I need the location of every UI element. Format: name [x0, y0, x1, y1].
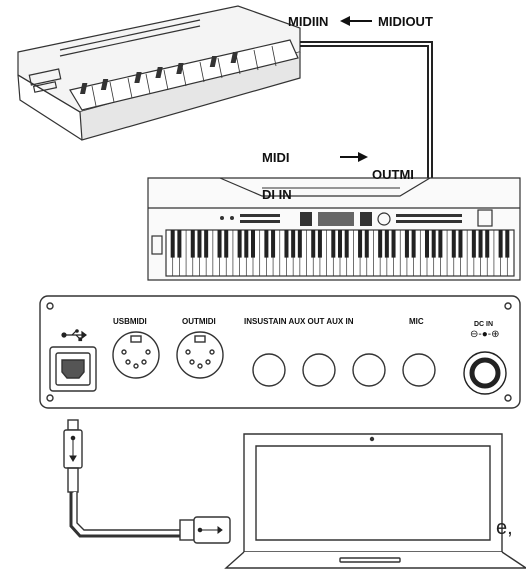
- black-key: [197, 230, 202, 258]
- black-key: [264, 230, 269, 258]
- di-in-label: DI IN: [262, 187, 292, 202]
- usb-midi-label: USBMIDI: [113, 317, 147, 326]
- black-key: [438, 230, 443, 258]
- black-key: [337, 230, 343, 258]
- laptop: [224, 433, 526, 569]
- out-midi-label: OUTMIDI: [182, 317, 216, 326]
- arrow-right-icon: [340, 152, 368, 162]
- digital-piano: [147, 177, 521, 281]
- black-key: [384, 230, 389, 258]
- black-key: [250, 230, 256, 258]
- black-key: [358, 230, 363, 258]
- black-key: [317, 230, 322, 258]
- black-key: [451, 230, 456, 258]
- arrow-left-icon: [340, 16, 372, 26]
- black-key: [364, 230, 369, 258]
- aux-in-jack[interactable]: [352, 353, 386, 387]
- black-key: [458, 230, 463, 258]
- rear-panel: [39, 295, 521, 409]
- black-key: [478, 230, 483, 258]
- usb-icon: [197, 526, 223, 534]
- sustain-jack[interactable]: [252, 353, 286, 387]
- dc-polarity-icon: ⊖-●-⊕: [470, 329, 500, 340]
- black-key: [344, 230, 349, 258]
- black-key: [217, 230, 222, 258]
- dc-in-label: DC IN: [474, 321, 494, 328]
- piano-keys: [170, 230, 510, 276]
- midi-cable: [300, 41, 433, 178]
- midi-in-label: MIDIIN: [288, 14, 329, 29]
- aux-out-jack[interactable]: [302, 353, 336, 387]
- dc-in-jack[interactable]: [463, 351, 507, 395]
- black-key: [378, 230, 383, 258]
- black-key: [237, 230, 242, 258]
- black-key: [311, 230, 316, 258]
- outmi-label: OUTMI: [372, 167, 414, 182]
- black-key: [170, 230, 175, 258]
- black-key: [271, 230, 276, 258]
- black-key: [291, 230, 296, 258]
- black-key: [391, 230, 396, 258]
- mic-jack[interactable]: [402, 353, 436, 387]
- black-key: [190, 230, 195, 258]
- in-sustain-aux-label: INSUSTAIN AUX OUT AUX IN: [244, 317, 354, 326]
- black-key: [244, 230, 249, 258]
- black-key: [411, 230, 416, 258]
- black-key: [431, 230, 436, 258]
- top-keyboard: [17, 5, 301, 141]
- usb-cable: [63, 419, 231, 544]
- black-key: [471, 230, 476, 258]
- black-key: [404, 230, 409, 258]
- usb-midi-port[interactable]: [112, 331, 160, 379]
- black-key: [284, 230, 289, 258]
- black-key: [177, 230, 182, 258]
- usb-icon: [69, 435, 77, 462]
- black-key: [485, 230, 490, 258]
- black-key: [204, 230, 209, 258]
- black-key: [331, 230, 336, 258]
- usb-icon: [61, 329, 87, 342]
- usb-b-port[interactable]: [49, 346, 97, 392]
- midi-label: MIDI: [262, 150, 290, 165]
- midi-out-label: MIDIOUT: [378, 14, 433, 29]
- black-key: [505, 230, 510, 258]
- mic-label: MIC: [409, 317, 424, 326]
- out-midi-port[interactable]: [176, 331, 224, 379]
- black-key: [424, 230, 430, 258]
- edge-text: e,: [496, 517, 513, 539]
- black-key: [224, 230, 229, 258]
- black-key: [297, 230, 302, 258]
- black-key: [498, 230, 503, 258]
